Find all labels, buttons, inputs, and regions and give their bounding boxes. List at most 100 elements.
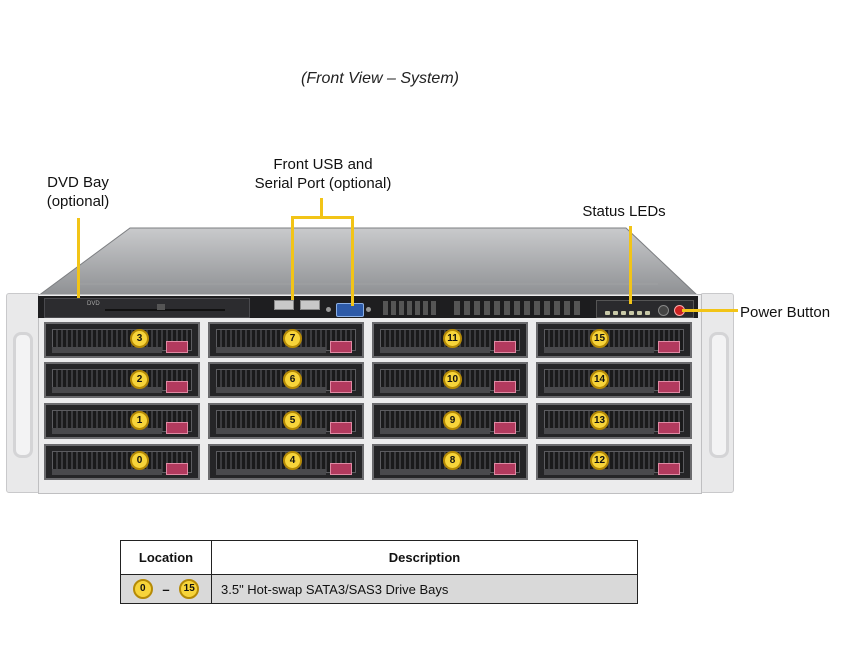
bay-handle [52, 387, 162, 393]
drive-bay[interactable] [44, 362, 200, 398]
bay-handle [216, 428, 326, 434]
drive-bay[interactable] [44, 322, 200, 358]
bay-latch[interactable] [658, 341, 680, 353]
bay-latch[interactable] [658, 463, 680, 475]
bay-handle [216, 347, 326, 353]
bay-latch[interactable] [494, 422, 516, 434]
drive-bay[interactable] [208, 403, 364, 439]
dvd-logo-icon: DVD [87, 301, 100, 307]
status-led [637, 311, 642, 315]
serial-port[interactable] [336, 303, 364, 317]
status-leds-callout-line [629, 226, 632, 304]
dvd-bay-label: DVD Bay (optional) [40, 173, 116, 211]
left-handle[interactable] [13, 332, 33, 458]
drive-bay[interactable] [536, 362, 692, 398]
status-led [613, 311, 618, 315]
bay-number-badge: 8 [443, 451, 462, 470]
bay-number-badge: 12 [590, 451, 609, 470]
bay-number-badge: 14 [590, 370, 609, 389]
bay-number-badge: 3 [130, 329, 149, 348]
bay-number-badge: 11 [443, 329, 462, 348]
dvd-eject-button[interactable] [157, 304, 165, 310]
drive-bay[interactable] [536, 444, 692, 480]
dvd-bay[interactable]: DVD [44, 298, 250, 318]
status-led [629, 311, 634, 315]
bay-latch[interactable] [658, 422, 680, 434]
drive-bay[interactable] [44, 444, 200, 480]
bay-latch[interactable] [330, 422, 352, 434]
bay-handle [544, 428, 654, 434]
serial-callout-line [351, 216, 354, 306]
drive-bay[interactable] [536, 403, 692, 439]
bay-number-badge: 4 [283, 451, 302, 470]
bay-latch[interactable] [494, 341, 516, 353]
bay-latch[interactable] [166, 463, 188, 475]
dvd-bay-label-line2: (optional) [46, 193, 110, 210]
range-dash: – [162, 581, 170, 597]
status-led [605, 311, 610, 315]
usb-callout-bracket [291, 216, 354, 219]
bay-latch[interactable] [330, 381, 352, 393]
bay-latch[interactable] [166, 422, 188, 434]
bay-handle [544, 469, 654, 475]
bay-handle [52, 347, 162, 353]
right-rack-ear [700, 293, 734, 493]
bay-number-badge: 5 [283, 411, 302, 430]
bay-latch[interactable] [166, 381, 188, 393]
bay-number-badge: 2 [130, 370, 149, 389]
front-vent-left [380, 298, 440, 318]
drive-bay[interactable] [536, 322, 692, 358]
bay-number-badge: 0 [132, 579, 153, 599]
bay-handle [544, 387, 654, 393]
bay-latch[interactable] [166, 341, 188, 353]
header-description: Description [211, 540, 638, 575]
bay-number-badge: 9 [443, 411, 462, 430]
table-row: 0 – 15 3.5" Hot-swap SATA3/SAS3 Drive Ba… [120, 574, 638, 604]
header-location: Location [120, 540, 212, 575]
location-cell: 0 – 15 [120, 574, 212, 604]
bay-number-badge: 6 [283, 370, 302, 389]
bay-handle [216, 387, 326, 393]
drive-bay[interactable] [208, 444, 364, 480]
bay-number-badge: 13 [590, 411, 609, 430]
bay-latch[interactable] [330, 341, 352, 353]
bay-handle [380, 428, 490, 434]
left-rack-ear [6, 293, 40, 493]
screw-icon [326, 307, 331, 312]
bay-handle [380, 469, 490, 475]
usb-port-1[interactable] [274, 300, 294, 310]
bay-handle [544, 347, 654, 353]
bay-handle [216, 469, 326, 475]
front-vent-right [450, 298, 590, 318]
bay-number-badge: 7 [283, 329, 302, 348]
bay-handle [52, 469, 162, 475]
reset-button[interactable] [658, 305, 669, 316]
bay-latch[interactable] [658, 381, 680, 393]
status-leds-label: Status LEDs [582, 203, 666, 220]
bay-latch[interactable] [330, 463, 352, 475]
usb-port-2[interactable] [300, 300, 320, 310]
screw-icon [366, 307, 371, 312]
bay-latch[interactable] [494, 381, 516, 393]
dvd-bay-label-line1: DVD Bay [47, 174, 109, 191]
power-button-label: Power Button [740, 304, 831, 321]
drive-bay[interactable] [208, 322, 364, 358]
bay-handle [52, 428, 162, 434]
drive-bay[interactable] [44, 403, 200, 439]
front-usb-label-line2: Serial Port (optional) [254, 175, 392, 192]
dvd-slot [105, 309, 225, 311]
description-cell: 3.5" Hot-swap SATA3/SAS3 Drive Bays [211, 574, 638, 604]
bay-handle [380, 387, 490, 393]
bay-number-badge: 0 [130, 451, 149, 470]
bay-number-badge: 1 [130, 411, 149, 430]
right-handle[interactable] [709, 332, 729, 458]
bay-handle [380, 347, 490, 353]
status-led [621, 311, 626, 315]
bay-number-badge: 15 [179, 579, 200, 599]
front-usb-label-line1: Front USB and [273, 156, 373, 173]
bay-latch[interactable] [494, 463, 516, 475]
front-usb-label: Front USB and Serial Port (optional) [240, 155, 406, 193]
table-header-row: Location Description [120, 540, 638, 575]
chassis-top-cover [38, 227, 698, 297]
power-button-callout-line [682, 309, 738, 312]
